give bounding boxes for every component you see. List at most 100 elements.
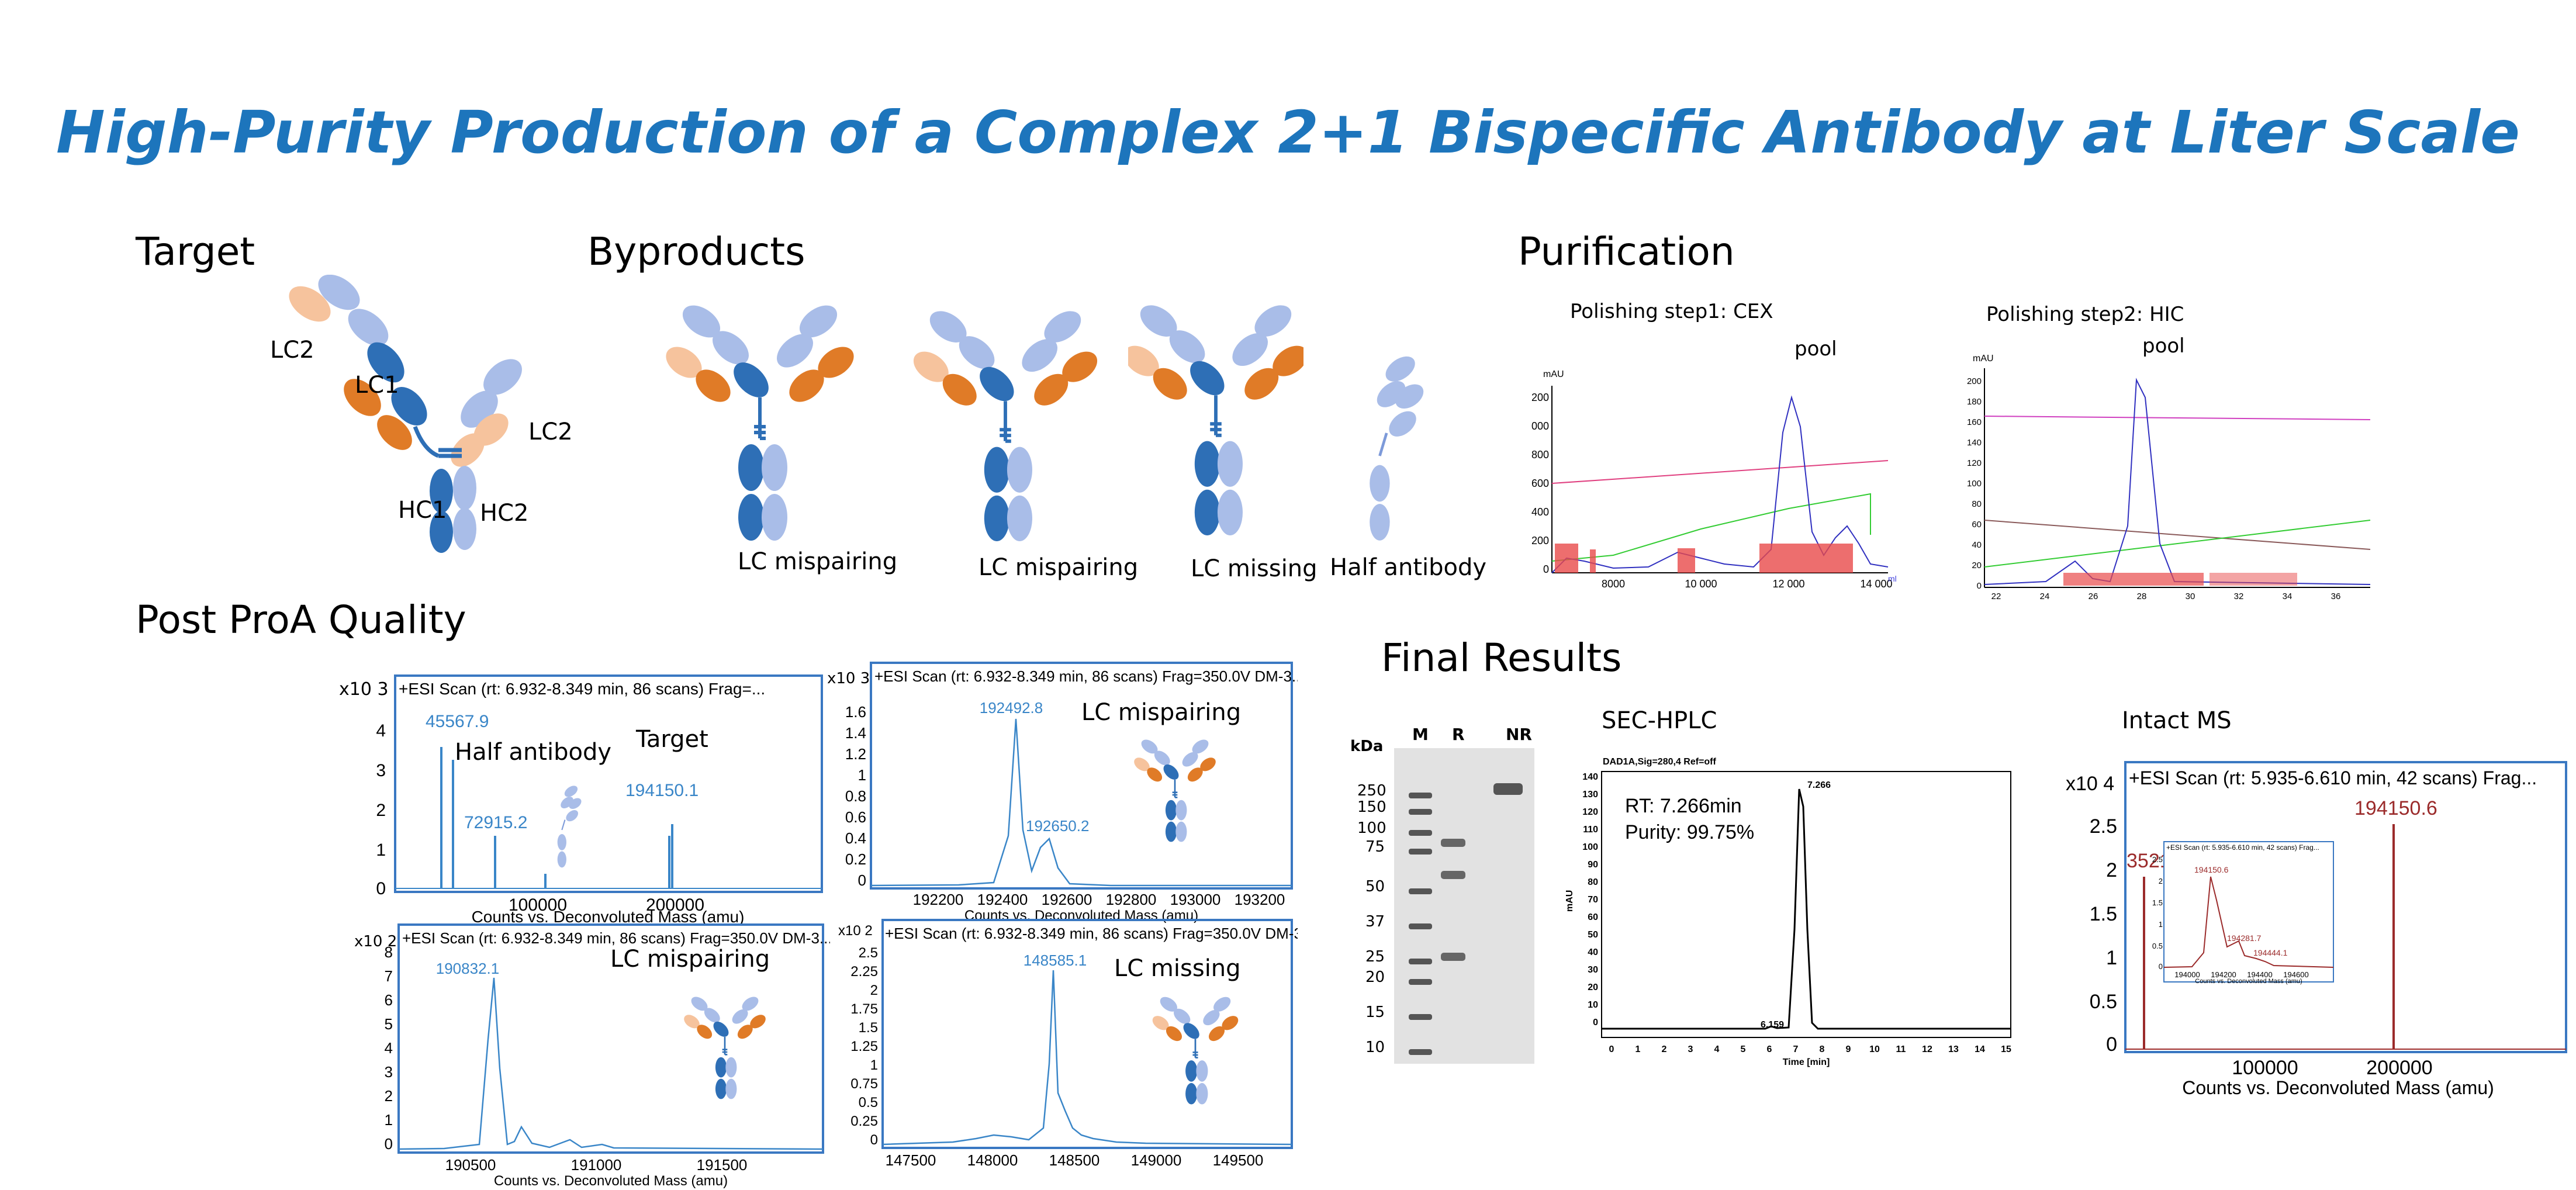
target-domain bbox=[453, 508, 476, 550]
ms3-exponent: x10 2 bbox=[354, 933, 397, 950]
ms4-ytick: 2 bbox=[870, 983, 878, 998]
hic-ytick: 140 bbox=[1967, 438, 1982, 448]
cex-ytick: 600 bbox=[1531, 478, 1549, 489]
ms3-x-ticks: 190500 191000 191500 bbox=[445, 1156, 748, 1174]
ms1-half-antibody-label: Half antibody bbox=[455, 739, 612, 766]
gel-marker: 25 bbox=[1365, 948, 1385, 966]
ms4-xtick: 149000 bbox=[1131, 1151, 1182, 1169]
ms2-lc-mispairing-label: LC mispairing bbox=[1081, 699, 1242, 726]
ms4-y-ticks: 2.5 2.25 2 1.75 1.5 1.25 1 0.75 0.5 0.25… bbox=[850, 945, 878, 1148]
cex-ytick: 1000 bbox=[1531, 420, 1549, 432]
sec-ytick: 130 bbox=[1582, 790, 1598, 800]
ms3-trace bbox=[398, 977, 824, 1150]
cex-xtick: 8000 bbox=[1602, 578, 1625, 590]
target-lc2-domain bbox=[289, 286, 331, 322]
cex-xtick: 14 000 bbox=[1860, 578, 1892, 590]
ms3-ytick: 2 bbox=[385, 1087, 393, 1105]
ms2-frame bbox=[870, 662, 1293, 890]
cex-xtick: 10 000 bbox=[1685, 578, 1717, 590]
intact-ms-ytick: 1 bbox=[2106, 947, 2117, 969]
gel-band bbox=[1441, 871, 1465, 879]
gel-marker: 20 bbox=[1365, 968, 1385, 986]
cex-ytick: 200 bbox=[1531, 535, 1549, 546]
sec-ytick: 10 bbox=[1588, 1000, 1598, 1010]
gel-band bbox=[1409, 793, 1432, 798]
intact-ms-ytick: 2.5 bbox=[2090, 815, 2117, 838]
byproduct-label-3: LC missing bbox=[1191, 555, 1318, 582]
hic-fraction-block bbox=[2210, 573, 2297, 586]
ms4-ytick: 2.5 bbox=[859, 945, 878, 961]
gel-nonreduced-band bbox=[1493, 783, 1523, 795]
sec-xtick: 7 bbox=[1793, 1044, 1799, 1054]
label-hc2: HC2 bbox=[480, 500, 529, 527]
sec-title: SEC-HPLC bbox=[1602, 707, 1717, 734]
ms4-xtick: 148500 bbox=[1049, 1151, 1100, 1169]
hic-ytick: 20 bbox=[1972, 561, 1982, 570]
cex-fraction-block bbox=[1555, 544, 1578, 573]
inset-ytick: 0 bbox=[2159, 962, 2163, 971]
gel-background bbox=[1394, 748, 1534, 1064]
target-domain bbox=[348, 309, 389, 346]
ms1-plot: +ESI Scan (rt: 6.932-8.349 min, 86 scans… bbox=[376, 674, 823, 923]
gel-marker: 250 bbox=[1357, 782, 1386, 800]
ms2-x-ticks: 192200 192400 192600 192800 193000 19320… bbox=[913, 891, 1285, 908]
ms1-ytick: 0 bbox=[376, 879, 386, 898]
inset-ytick: 1 bbox=[2159, 920, 2163, 929]
inset-ytick: 2 bbox=[2159, 877, 2163, 885]
cex-fraction-block bbox=[1678, 548, 1695, 573]
gel-lane-nr: NR bbox=[1506, 725, 1532, 744]
gel-marker: 150 bbox=[1357, 798, 1386, 816]
ms2-ytick: 0.4 bbox=[845, 829, 866, 847]
byproduct-label-2: LC mispairing bbox=[978, 554, 1139, 581]
ms2-xtick: 192400 bbox=[977, 891, 1028, 908]
hic-ytick: 120 bbox=[1967, 458, 1982, 468]
cex-x-ticks: 8000 10 000 12 000 14 000 bbox=[1602, 578, 1893, 590]
sec-xtick: 14 bbox=[1975, 1044, 1985, 1054]
ms3-lc-mispairing-label: LC mispairing bbox=[610, 946, 770, 973]
ms4-lc-missing-label: LC missing bbox=[1114, 955, 1241, 982]
hic-y-ticks: 200 180 160 140 120 100 80 60 40 20 0 bbox=[1967, 376, 1982, 591]
ms2-ytick: 1.2 bbox=[845, 745, 866, 763]
label-lc1: LC1 bbox=[355, 372, 399, 399]
ms3-peak1-label: 190832.1 bbox=[436, 960, 499, 977]
ms4-ytick: 0 bbox=[870, 1132, 878, 1148]
gel-marker-bands bbox=[1409, 793, 1432, 1055]
ms1-header: +ESI Scan (rt: 6.932-8.349 min, 86 scans… bbox=[399, 680, 765, 698]
sec-ylabel: mAU bbox=[1565, 890, 1575, 912]
ms3-ytick: 6 bbox=[385, 991, 393, 1009]
hic-chromatogram: mAU 200 180 160 140 120 100 80 60 40 20 … bbox=[1967, 354, 2371, 601]
sec-ytick: 30 bbox=[1588, 965, 1598, 975]
hic-ytick: 0 bbox=[1977, 581, 1982, 591]
gel-band bbox=[1409, 1014, 1432, 1020]
sec-hplc-chromatogram: DAD1A,Sig=280,4 Ref=off RT: 7.266min Pur… bbox=[1565, 757, 2011, 1067]
sec-purity: Purity: 99.75% bbox=[1625, 821, 1754, 843]
sec-xtick: 13 bbox=[1948, 1044, 1959, 1054]
ms3-xtick: 190500 bbox=[445, 1156, 496, 1174]
gel-kda-label: kDa bbox=[1350, 738, 1384, 755]
gel-band bbox=[1409, 888, 1432, 894]
gel-band bbox=[1409, 923, 1432, 929]
ms1-peak1-label: 45567.9 bbox=[426, 712, 489, 731]
gel-marker: 75 bbox=[1365, 838, 1385, 856]
ms3-ytick: 1 bbox=[385, 1111, 393, 1129]
ms1-frame bbox=[394, 674, 823, 893]
hic-xtick: 24 bbox=[2040, 591, 2050, 601]
inset-trace bbox=[2163, 876, 2334, 968]
ms3-ytick: 3 bbox=[385, 1063, 393, 1081]
intact-ms-plot: x10 4 +ESI Scan (rt: 5.935-6.610 min, 42… bbox=[2066, 761, 2567, 1098]
ms2-antibody-icon bbox=[1099, 736, 1251, 853]
target-domain bbox=[453, 466, 476, 510]
sec-rt: RT: 7.266min bbox=[1625, 795, 1742, 817]
ms4-ytick: 1.5 bbox=[859, 1020, 878, 1036]
section-final-results: Final Results bbox=[1381, 635, 1622, 680]
inset-ytick: 1.5 bbox=[2152, 898, 2163, 907]
sec-xtick: 9 bbox=[1846, 1044, 1851, 1054]
intact-ms-ytick: 0.5 bbox=[2090, 991, 2117, 1013]
section-target: Target bbox=[136, 229, 255, 274]
sec-ytick: 110 bbox=[1583, 825, 1598, 835]
gel-band bbox=[1409, 979, 1432, 985]
hic-ytick: 40 bbox=[1972, 540, 1982, 550]
sec-xtick: 5 bbox=[1741, 1044, 1746, 1054]
ms4-ytick: 1.25 bbox=[850, 1039, 878, 1054]
